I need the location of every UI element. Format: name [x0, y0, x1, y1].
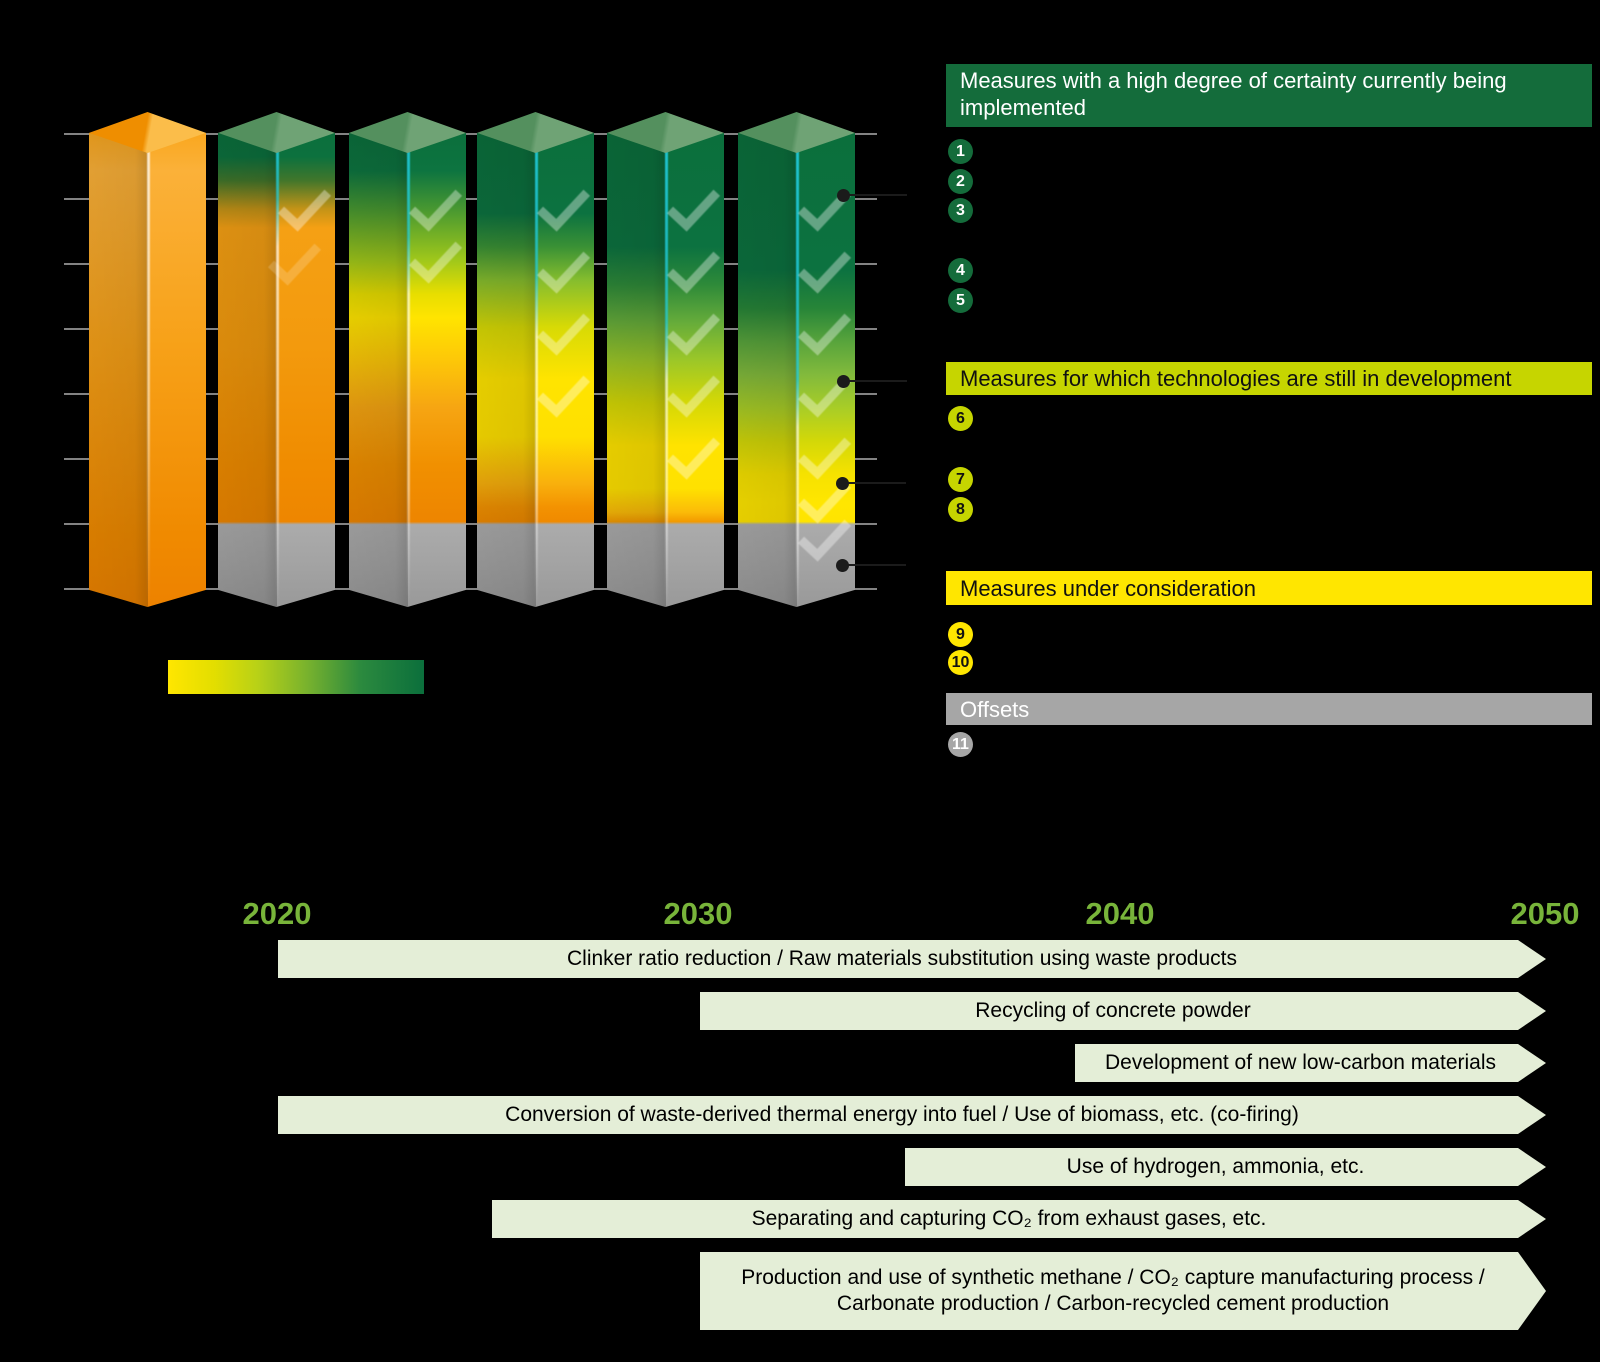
legend-item-9-badge: 9 [948, 622, 973, 647]
legend-header-in-development: Measures for which technologies are stil… [946, 362, 1592, 395]
legend-item-4-badge: 4 [948, 258, 973, 283]
checkmark-icon [666, 363, 721, 418]
legend-header-implemented: Measures with a high degree of certainty… [946, 64, 1592, 127]
gridline [64, 263, 877, 265]
checkmark-icon [536, 301, 591, 356]
legend-item-2-badge: 2 [948, 169, 973, 194]
checkmark-icon [408, 229, 463, 284]
checkmark-icon [797, 363, 852, 418]
gridline [64, 523, 877, 525]
bar-side-shade [607, 133, 666, 607]
bar-1-body [89, 133, 206, 607]
legend-item-7-badge: 7 [948, 467, 973, 492]
checkmark-icon [797, 425, 852, 480]
bar-edge-highlight [795, 133, 799, 607]
bar-2-body [218, 133, 335, 607]
timeline-year-2030: 2030 [663, 896, 733, 931]
checkmark-icon [797, 507, 852, 562]
leader-line [848, 564, 906, 566]
leader-dot-consideration [836, 477, 849, 490]
bar-5-body [607, 133, 724, 607]
checkmark-icon [666, 425, 721, 480]
checkmark-icon [408, 177, 463, 232]
checkmark-icon [666, 301, 721, 356]
timeline-arrow-concrete-recycling: Recycling of concrete powder [700, 992, 1546, 1030]
leader-dot-implemented [837, 189, 850, 202]
bar-edge-highlight [406, 133, 410, 607]
leader-line [849, 380, 907, 382]
legend-item-5-badge: 5 [948, 288, 973, 313]
bar-side-shade [738, 133, 797, 607]
checkmark-icon [536, 239, 591, 294]
legend-item-10-badge: 10 [948, 650, 973, 675]
timeline-arrow-waste-thermal-energy: Conversion of waste-derived thermal ener… [278, 1096, 1546, 1134]
checkmark-icon [666, 177, 721, 232]
leader-line [849, 194, 907, 196]
gridline [64, 588, 877, 590]
checkmark-icon [797, 177, 852, 232]
bar-side-shade [477, 133, 536, 607]
checkmark-icon [536, 363, 591, 418]
column-bar-3 [349, 112, 466, 607]
gridline [64, 133, 877, 135]
gridline [64, 328, 877, 330]
column-bar-6 [738, 112, 855, 607]
bar-edge-highlight [146, 133, 150, 607]
bar-edge-highlight [534, 133, 538, 607]
timeline-arrow-co2-capture: Separating and capturing CO₂ from exhaus… [492, 1200, 1546, 1238]
bar-side-shade [218, 133, 277, 607]
leader-dot-offsets [836, 559, 849, 572]
checkmark-icon [797, 239, 852, 294]
legend-item-1-badge: 1 [948, 139, 973, 164]
bar-side-shade [349, 133, 408, 607]
timeline-year-2020: 2020 [242, 896, 312, 931]
checkmark-icon [666, 239, 721, 294]
gridline [64, 198, 877, 200]
leader-dot-in-development [837, 375, 850, 388]
column-bar-4 [477, 112, 594, 607]
legend-item-8-badge: 8 [948, 497, 973, 522]
timeline-arrow-synthetic-methane: Production and use of synthetic methane … [700, 1252, 1546, 1330]
column-bar-5 [607, 112, 724, 607]
gridline [64, 393, 877, 395]
leader-line [848, 482, 906, 484]
bar-4-body [477, 133, 594, 607]
bar-side-shade [89, 133, 148, 607]
legend-item-3-badge: 3 [948, 198, 973, 223]
measure-mix-gradient-key [168, 660, 424, 694]
column-bar-2 [218, 112, 335, 607]
timeline-arrow-hydrogen-ammonia: Use of hydrogen, ammonia, etc. [905, 1148, 1546, 1186]
legend-item-11-badge: 11 [948, 732, 973, 757]
timeline-arrow-low-carbon-materials: Development of new low-carbon materials [1075, 1044, 1546, 1082]
timeline-arrow-clinker-ratio: Clinker ratio reduction / Raw materials … [278, 940, 1546, 978]
bar-3-body [349, 133, 466, 607]
bar-6-body [738, 133, 855, 607]
bar-edge-highlight [664, 133, 668, 607]
legend-header-consideration: Measures under consideration [946, 571, 1592, 605]
legend-item-6-badge: 6 [948, 406, 973, 431]
checkmark-icon [277, 177, 332, 232]
column-bar-1 [89, 112, 206, 607]
gridline [64, 458, 877, 460]
checkmark-icon [797, 301, 852, 356]
checkmark-icon [536, 177, 591, 232]
timeline-year-2040: 2040 [1085, 896, 1155, 931]
bar-edge-highlight [275, 133, 279, 607]
legend-header-offsets: Offsets [946, 693, 1592, 725]
timeline-year-2050: 2050 [1510, 896, 1580, 931]
